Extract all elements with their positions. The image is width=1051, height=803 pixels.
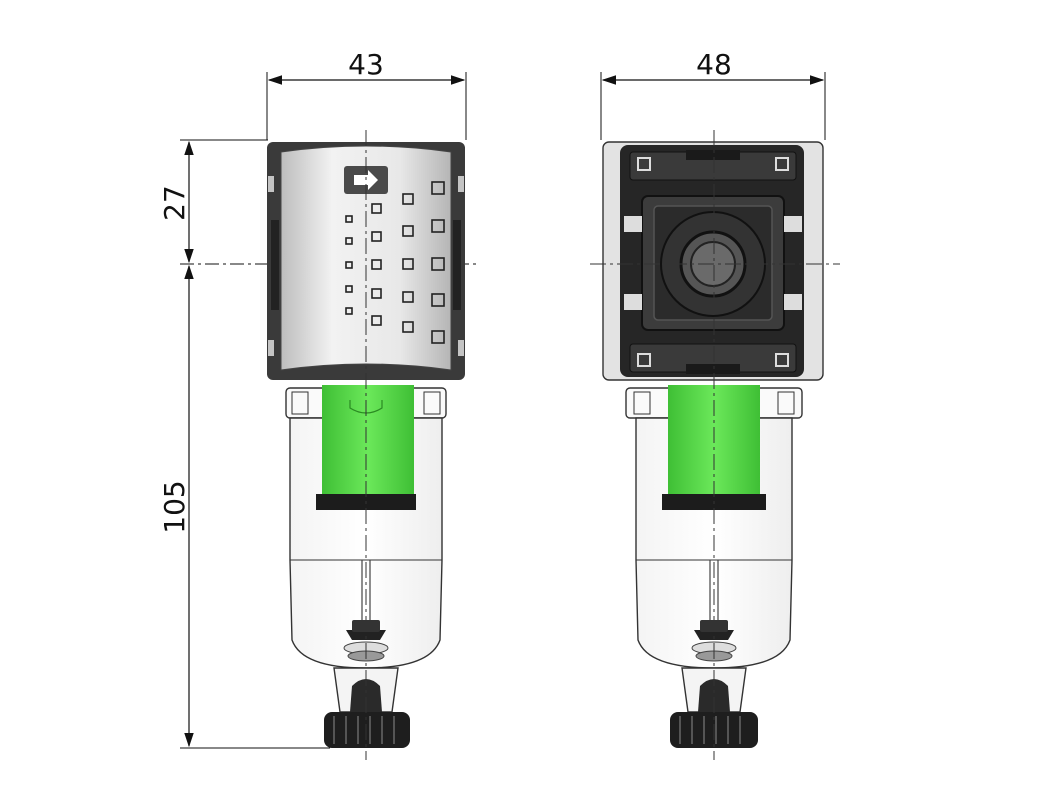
drain-valve-side xyxy=(681,620,747,713)
dimension-label-27: 27 xyxy=(158,185,191,221)
dimension-48: 48 xyxy=(600,48,826,140)
filter-side-view xyxy=(590,130,840,760)
filter-front-view xyxy=(267,130,465,760)
dimension-27: 27 xyxy=(158,139,480,265)
dimension-label-105: 105 xyxy=(158,480,191,533)
filter-element xyxy=(322,385,414,495)
dimension-label-43: 43 xyxy=(348,48,384,81)
right-side-slot xyxy=(453,220,461,310)
vent-pattern xyxy=(345,181,445,344)
knurled-knob-icon xyxy=(324,712,410,748)
left-side-slot xyxy=(271,220,279,310)
dimension-43: 43 xyxy=(266,48,467,140)
dimension-105: 105 xyxy=(158,264,330,749)
dimension-label-48: 48 xyxy=(696,48,732,81)
